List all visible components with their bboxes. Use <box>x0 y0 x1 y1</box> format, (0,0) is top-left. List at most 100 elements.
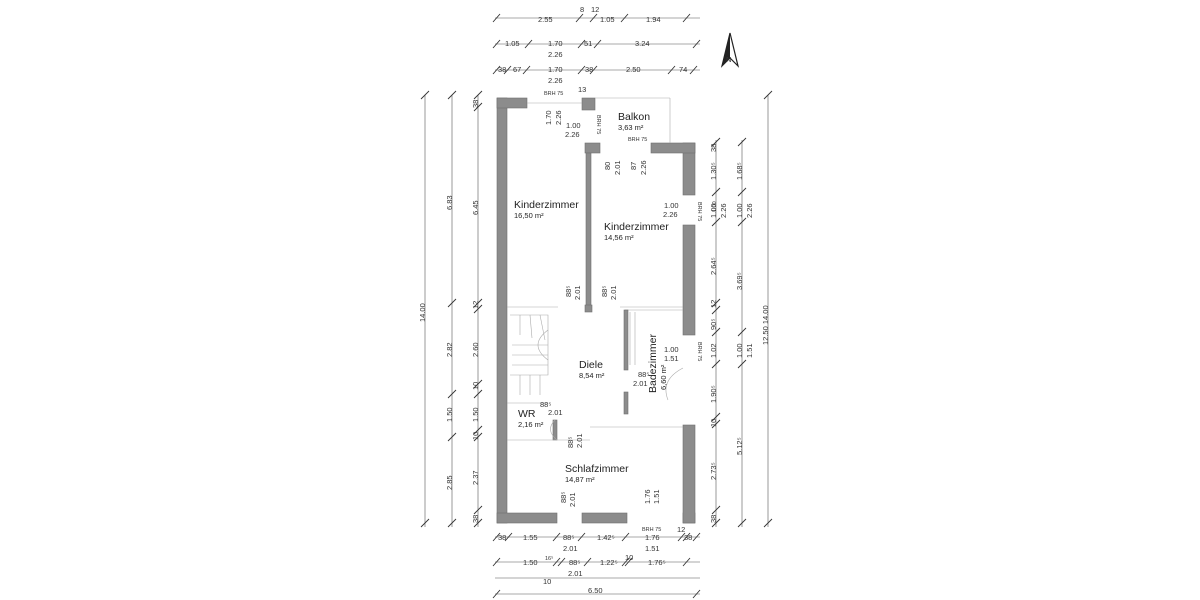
dim-top-12: 12 <box>591 5 599 14</box>
wall-right-lower <box>682 424 696 524</box>
op-k2door-w: 88⁵ <box>600 286 609 297</box>
op-k2win-h: 2.26 <box>663 210 678 219</box>
dim-right-1.00c: 1.00 <box>735 343 744 358</box>
brh-right2: BRH 75 <box>696 342 702 361</box>
room-diele-area: 8,54 m² <box>579 371 605 380</box>
left-dimensions: 14.00 6.83 2.82 1.50 2.85 38 6.45 12 2.6… <box>418 90 483 528</box>
dim-bot-885a: 88⁵ <box>563 533 574 542</box>
room-kinder2-name: Kinderzimmer <box>604 221 669 233</box>
dim-top-2.55: 2.55 <box>538 15 553 24</box>
dim-bot-12: 12 <box>677 525 685 534</box>
wall-bath-left <box>623 309 629 371</box>
op-schlafwin-h: 1.51 <box>652 489 661 504</box>
dim-right-905: 90⁵ <box>709 319 718 330</box>
wall-bath-left-lower <box>623 391 629 415</box>
room-labels: Kinderzimmer 16,50 m² Balkon 3,63 m² Kin… <box>514 111 669 484</box>
op-wcdoor-w: 88⁵ <box>540 400 551 409</box>
dim-right-1.305: 1.30⁵ <box>709 162 718 180</box>
room-balkon-name: Balkon <box>618 111 650 123</box>
dim-top-38b: 38 <box>585 65 593 74</box>
dim-left-2.60: 2.60 <box>471 342 480 357</box>
top-dimensions: 2.55 8 12 1.05 1.94 1.05 1.70 2.26 51 3.… <box>492 5 701 85</box>
dim-top-38a: 38 <box>498 65 506 74</box>
wall-right-bath <box>682 224 696 336</box>
dim-right-10: 10 <box>709 419 718 427</box>
dim-top-3.24: 3.24 <box>635 39 650 48</box>
dim-left-10a: 10 <box>471 382 480 390</box>
dim-top-2.50: 2.50 <box>626 65 641 74</box>
dim-bot-1.225: 1.22⁵ <box>600 558 618 567</box>
dim-bot-165: 16⁵ <box>545 555 553 562</box>
dim-bot-1.50: 1.50 <box>523 558 538 567</box>
op-top-h: 2.26 <box>554 110 563 125</box>
room-balkon-area: 3,63 m² <box>618 123 644 132</box>
dim-top-1.05a: 1.05 <box>600 15 615 24</box>
dim-bot-1.765: 1.76⁵ <box>648 558 666 567</box>
dim-left-10b: 10 <box>471 432 480 440</box>
dim-right-2.26a: 2.26 <box>745 203 754 218</box>
op-top-w: 1.70 <box>544 110 553 125</box>
op-schlafwin-w: 1.76 <box>643 489 652 504</box>
dim-bot-total: 6.50 <box>588 586 603 595</box>
dim-right-2.735: 2.73⁵ <box>709 462 718 480</box>
brh-right1: BRH 75 <box>696 202 702 221</box>
op-k2door-h: 2.01 <box>609 285 618 300</box>
dim-top-1.94: 1.94 <box>646 15 661 24</box>
op-badwin-h: 1.51 <box>664 354 679 363</box>
op-k1door-w: 88⁵ <box>564 286 573 297</box>
dim-bot-1.425: 1.42⁵ <box>597 533 615 542</box>
door-swings <box>550 312 684 441</box>
dim-bot-10b: 10 <box>543 577 551 586</box>
dim-left-6.83: 6.83 <box>445 195 454 210</box>
dim-left-1.50: 1.50 <box>445 407 454 422</box>
wall-bottom-mid <box>581 512 628 524</box>
op-k1door-h: 2.01 <box>573 285 582 300</box>
dim-right-12: 12 <box>709 300 718 308</box>
op-80h: 2.01 <box>613 160 622 175</box>
dim-bot-2.01b: 2.01 <box>568 569 583 578</box>
brh-labels: BRH 75 13 BRH 75 BRH 75 BRH 75 BRH 75 BR… <box>544 85 702 533</box>
north-arrow: N <box>720 32 740 68</box>
dim-right-5.125: 5.12⁵ <box>735 437 744 455</box>
dim-right-1.685: 1.68⁵ <box>735 162 744 180</box>
north-label: N <box>726 55 731 64</box>
dim-bot-885b: 88⁵ <box>569 558 580 567</box>
wall-bottom-left <box>496 512 558 524</box>
dim-top-1.70a: 1.70 <box>548 39 563 48</box>
op-schlafvdoor-w: 88⁵ <box>559 492 568 503</box>
op-baddoor-w: 88⁵ <box>638 370 649 379</box>
dim-right-38b: 38 <box>709 515 718 523</box>
wall-left <box>496 97 508 524</box>
dim-top-2.26a: 2.26 <box>548 50 563 59</box>
op-balkon-w: 1.00 <box>566 121 581 130</box>
room-kinder1-name: Kinderzimmer <box>514 199 579 211</box>
wall-top-left <box>496 97 528 109</box>
dim-right-3.695: 3.69⁵ <box>735 272 744 290</box>
dim-right-outer: 12.50 14.00 <box>761 305 770 345</box>
room-wc-name: WR <box>518 408 536 420</box>
walls <box>496 97 696 524</box>
op-wcdoor-h: 2.01 <box>548 408 563 417</box>
op-balkon-h: 2.26 <box>565 130 580 139</box>
dim-left-14.00: 14.00 <box>418 303 427 322</box>
room-bad-name: Badezimmer <box>647 334 659 393</box>
room-kinder2-area: 14,56 m² <box>604 233 634 242</box>
op-schlafdoor-h: 2.01 <box>575 433 584 448</box>
dim-right-1.00b: 1.00 <box>735 203 744 218</box>
dim-top-2.26b: 2.26 <box>548 76 563 85</box>
dim-right-1.51: 1.51 <box>745 343 754 358</box>
dim-top-67: 67 <box>513 65 521 74</box>
brh-balkon-v: BRH 75 <box>595 115 601 134</box>
dim-left-2.82: 2.82 <box>445 342 454 357</box>
room-wc-area: 2,16 m² <box>518 420 544 429</box>
wall-partition-stub <box>584 304 593 313</box>
dim-right-1.00-win: 1.00 <box>712 201 718 212</box>
dim-top-8: 8 <box>580 5 584 14</box>
dim-left-6.45: 6.45 <box>471 200 480 215</box>
brh-top: BRH 75 <box>544 91 563 97</box>
op-baddoor-h: 2.01 <box>633 379 648 388</box>
dim-left-2.37: 2.37 <box>471 470 480 485</box>
room-schlaf-name: Schlafzimmer <box>565 463 629 475</box>
dim-left-1.50b: 1.50 <box>471 407 480 422</box>
